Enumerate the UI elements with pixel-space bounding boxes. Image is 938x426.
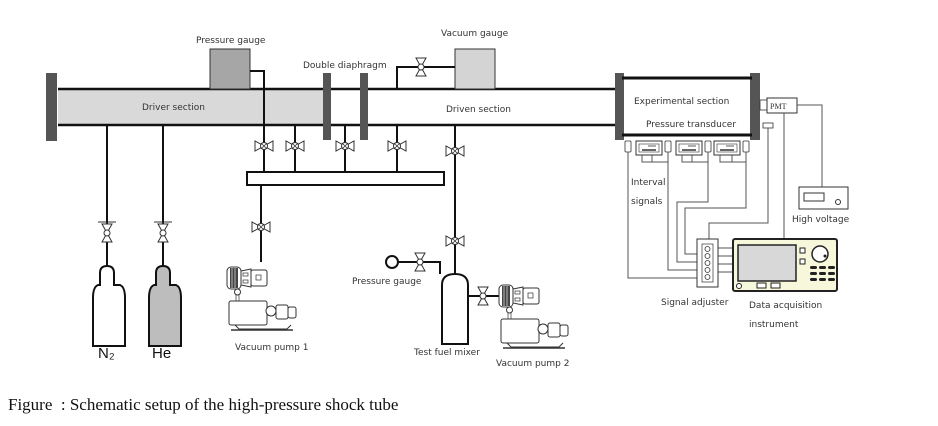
driver-section: Driver section: [58, 87, 323, 127]
vacuum-pump-1-label: Vacuum pump 1: [235, 343, 308, 353]
experimental-section-label: Experimental section: [634, 97, 729, 107]
signal-wiring: [627, 104, 823, 279]
interval-signals-label-2: signals: [631, 197, 663, 207]
mixer-pressure-gauge: Pressure gauge: [352, 252, 441, 287]
manifold-valve-1-icon[interactable]: [254, 140, 274, 152]
double-diaphragm-label: Double diaphragm: [303, 61, 387, 71]
high-voltage-supply: High voltage: [792, 186, 850, 225]
diaphragm-flange-1: [323, 73, 331, 140]
vacuum-gauge: Vacuum gauge: [396, 29, 509, 90]
pressure-gauge-label: Pressure gauge: [196, 36, 266, 46]
mixer-pressure-gauge-label: Pressure gauge: [352, 277, 422, 287]
pump1-valve-icon[interactable]: [251, 221, 271, 233]
pressure-transducer-label: Pressure transducer: [646, 120, 736, 130]
vacuum-gauge-label: Vacuum gauge: [441, 29, 509, 39]
he-label: He: [152, 345, 171, 362]
driven-valve-icon[interactable]: [445, 145, 465, 157]
vacuum-gauge-valve-icon[interactable]: [415, 57, 427, 77]
he-cylinder: He: [148, 125, 182, 362]
manifold-valve-2-icon[interactable]: [285, 140, 305, 152]
test-fuel-mixer: Test fuel mixer: [413, 272, 480, 358]
driven-section: Driven section: [368, 87, 615, 127]
driver-end-flange: [46, 73, 57, 141]
driver-section-label: Driver section: [142, 103, 205, 113]
n2-label: N₂: [98, 345, 115, 362]
figure-caption: Figure : Schematic setup of the high-pre…: [8, 395, 399, 414]
signal-adjuster-label: Signal adjuster: [661, 298, 729, 308]
pmt-label: PMT: [770, 102, 787, 111]
experimental-section: Experimental section Pressure transducer: [615, 73, 760, 140]
manifold-valve-4-icon[interactable]: [387, 140, 407, 152]
pmt: PMT: [759, 97, 798, 114]
driven-section-label: Driven section: [446, 105, 511, 115]
driver-pressure-gauge: Pressure gauge: [196, 36, 266, 125]
pump2-valve-icon[interactable]: [477, 286, 489, 306]
vacuum-pump-1-icon: [226, 266, 297, 331]
daq-label-2: instrument: [749, 320, 799, 330]
data-acquisition-instrument: Data acquisition instrument: [732, 238, 838, 330]
vacuum-manifold: [246, 125, 445, 262]
daq-label-1: Data acquisition: [749, 301, 822, 311]
signal-adjuster: Signal adjuster: [661, 238, 729, 308]
diaphragm-flange-2: [360, 73, 368, 140]
test-fuel-mixer-label: Test fuel mixer: [413, 348, 480, 358]
pressure-transducers: [624, 140, 750, 156]
interval-signals-label-1: Interval: [631, 178, 665, 188]
high-voltage-label: High voltage: [792, 215, 850, 225]
vacuum-pump-2-label: Vacuum pump 2: [496, 359, 569, 369]
mixer-valve-icon[interactable]: [445, 235, 465, 247]
manifold-valve-3-icon[interactable]: [335, 140, 355, 152]
n2-cylinder: N₂: [92, 125, 126, 362]
vacuum-pump-2-icon: [498, 284, 569, 349]
shock-tube-schematic: Driver section Double diaphragm Pressure…: [46, 29, 850, 369]
